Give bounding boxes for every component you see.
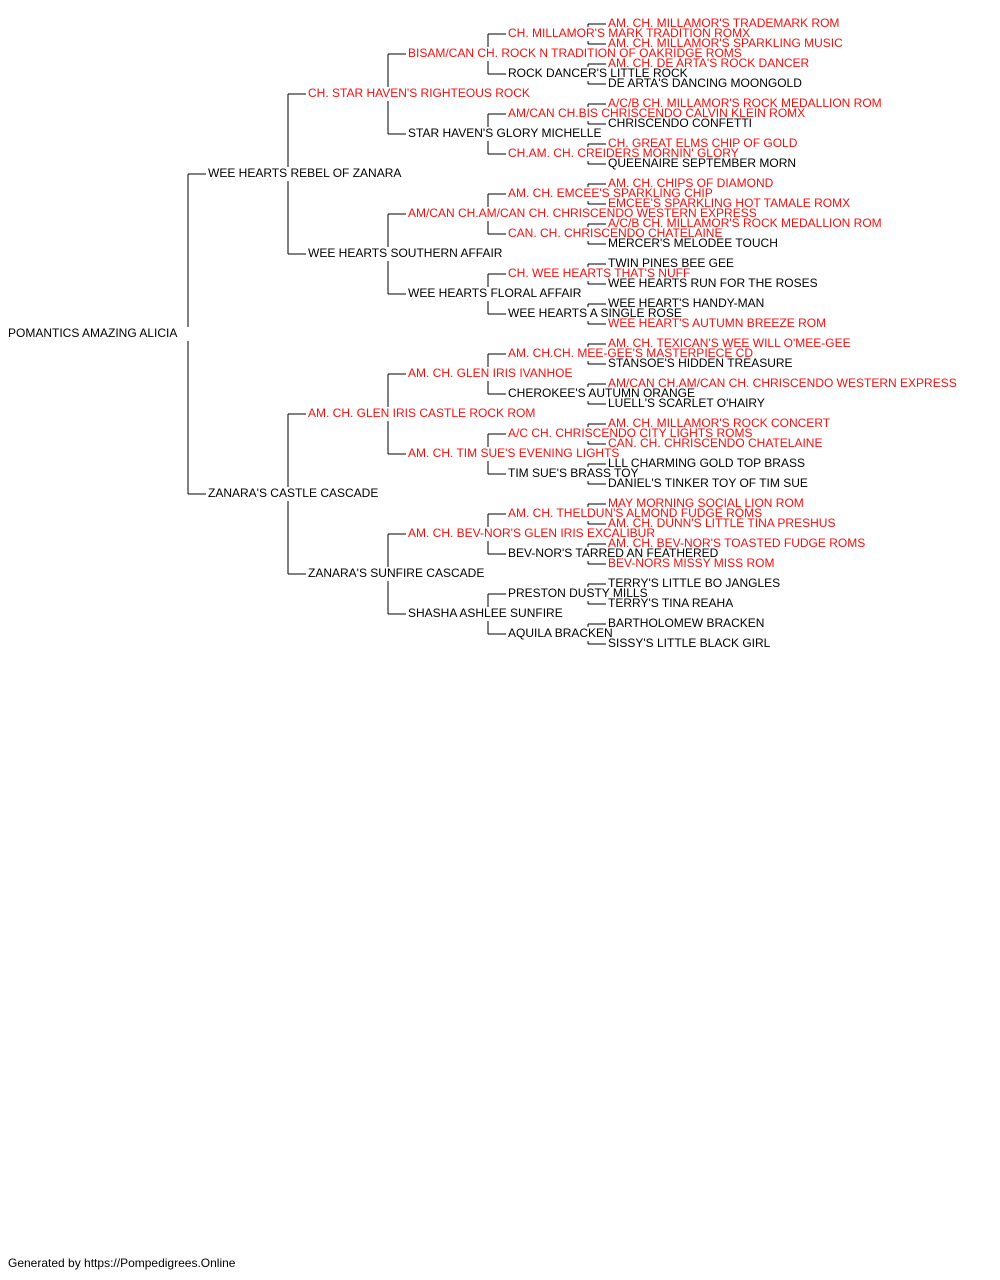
dam-name: CAN. CH. CHRISCENDO CHATELAINE [608,436,822,450]
dam-name: AM. CH. TIM SUE'S EVENING LIGHTS [408,446,619,460]
sire-name: AM/CAN CH.AM/CAN CH. CHRISCENDO WESTERN … [608,376,957,390]
dam-name: WEE HEARTS SOUTHERN AFFAIR [308,246,503,260]
sire-name: PRESTON DUSTY MILLS [508,586,648,600]
sire-name: AM/CAN CH.AM/CAN CH. CHRISCENDO WESTERN … [408,206,757,220]
dam-name: SHASHA ASHLEE SUNFIRE [408,606,563,620]
sire-name: AM. CH. DE ARTA'S ROCK DANCER [608,56,810,70]
dam-name: TIM SUE'S BRASS TOY [508,466,639,480]
dam-name: DE ARTA'S DANCING MOONGOLD [608,76,802,90]
dam-name: CHEROKEE'S AUTUMN ORANGE [508,386,695,400]
sire-name: CH. GREAT ELMS CHIP OF GOLD [608,136,798,150]
dam-name: LUELL'S SCARLET O'HAIRY [608,396,765,410]
dam-name: ZANARA'S SUNFIRE CASCADE [308,566,484,580]
dam-name: WEE HEARTS FLORAL AFFAIR [408,286,582,300]
sire-name: WEE HEART'S HANDY-MAN [608,296,764,310]
dam-name: TERRY'S TINA REAHA [608,596,733,610]
sire-name: CH. WEE HEARTS THAT'S NUFF [508,266,690,280]
sire-name: A/C CH. CHRISCENDO CITY LIGHTS ROMS [508,426,752,440]
dam-name: STAR HAVEN'S GLORY MICHELLE [408,126,601,140]
dam-name: WEE HEARTS A SINGLE ROSE [508,306,682,320]
dam-name: QUEENAIRE SEPTEMBER MORN [608,156,796,170]
subject-dog-name: POMANTICS AMAZING ALICIA [8,326,177,340]
dam-name: DANIEL'S TINKER TOY OF TIM SUE [608,476,808,490]
sire-name: WEE HEARTS REBEL OF ZANARA [208,166,401,180]
sire-name: AM. CH. MILLAMOR'S TRADEMARK ROM [608,16,839,30]
generated-by-footer: Generated by https://Pompedigrees.Online [8,1256,236,1270]
sire-name: CH. STAR HAVEN'S RIGHTEOUS ROCK [308,86,530,100]
sire-name: AM. CH.CH. MEE-GEE'S MASTERPIECE CD [508,346,753,360]
dam-name: WEE HEART'S AUTUMN BREEZE ROM [608,316,826,330]
sire-name: TWIN PINES BEE GEE [608,256,734,270]
sire-name: BISAM/CAN CH. ROCK N TRADITION OF OAKRID… [408,46,742,60]
sire-name: CH. MILLAMOR'S MARK TRADITION ROMX [508,26,750,40]
sire-name: TERRY'S LITTLE BO JANGLES [608,576,780,590]
sire-name: A/C/B CH. MILLAMOR'S ROCK MEDALLION ROM [608,216,882,230]
dam-name: AM. CH. MILLAMOR'S SPARKLING MUSIC [608,36,843,50]
sire-name: AM. CH. THELDUN'S ALMOND FUDGE ROMS [508,506,762,520]
dam-name: BEV-NOR'S TARRED AN FEATHERED [508,546,719,560]
dam-name: ZANARA'S CASTLE CASCADE [208,486,378,500]
dam-name: EMCEE'S SPARKLING HOT TAMALE ROMX [608,196,850,210]
sire-name: AM. CH. CHIPS OF DIAMOND [608,176,774,190]
sire-name: AM. CH. EMCEE'S SPARKLING CHIP [508,186,713,200]
sire-name: MAY MORNING SOCIAL LION ROM [608,496,804,510]
dam-name: STANSOE'S HIDDEN TREASURE [608,356,793,370]
dam-name: AQUILA BRACKEN [508,626,613,640]
sire-name: BARTHOLOMEW BRACKEN [608,616,764,630]
dam-name: CHRISCENDO CONFETTI [608,116,752,130]
sire-name: AM. CH. BEV-NOR'S GLEN IRIS EXCALIBUR [408,526,655,540]
sire-name: AM. CH. BEV-NOR'S TOASTED FUDGE ROMS [608,536,865,550]
dam-name: BEV-NORS MISSY MISS ROM [608,556,774,570]
sire-name: AM. CH. GLEN IRIS IVANHOE [408,366,572,380]
sire-name: A/C/B CH. MILLAMOR'S ROCK MEDALLION ROM [608,96,882,110]
sire-name: AM. CH. TEXICAN'S WEE WILL O'MEE-GEE [608,336,851,350]
dam-name: SISSY'S LITTLE BLACK GIRL [608,636,771,650]
sire-name: LLL CHARMING GOLD TOP BRASS [608,456,805,470]
dam-name: MERCER'S MELODEE TOUCH [608,236,778,250]
dam-name: CAN. CH. CHRISCENDO CHATELAINE [508,226,722,240]
sire-name: AM. CH. GLEN IRIS CASTLE ROCK ROM [308,406,535,420]
dam-name: CH.AM. CH. CREIDERS MORNIN' GLORY [508,146,739,160]
sire-name: AM/CAN CH.BIS CHRISCENDO CALVIN KLEIN RO… [508,106,805,120]
dam-name: ROCK DANCER'S LITTLE ROCK [508,66,688,80]
dam-name: AM. CH. DUNN'S LITTLE TINA PRESHUS [608,516,835,530]
sire-name: AM. CH. MILLAMOR'S ROCK CONCERT [608,416,831,430]
dam-name: WEE HEARTS RUN FOR THE ROSES [608,276,818,290]
